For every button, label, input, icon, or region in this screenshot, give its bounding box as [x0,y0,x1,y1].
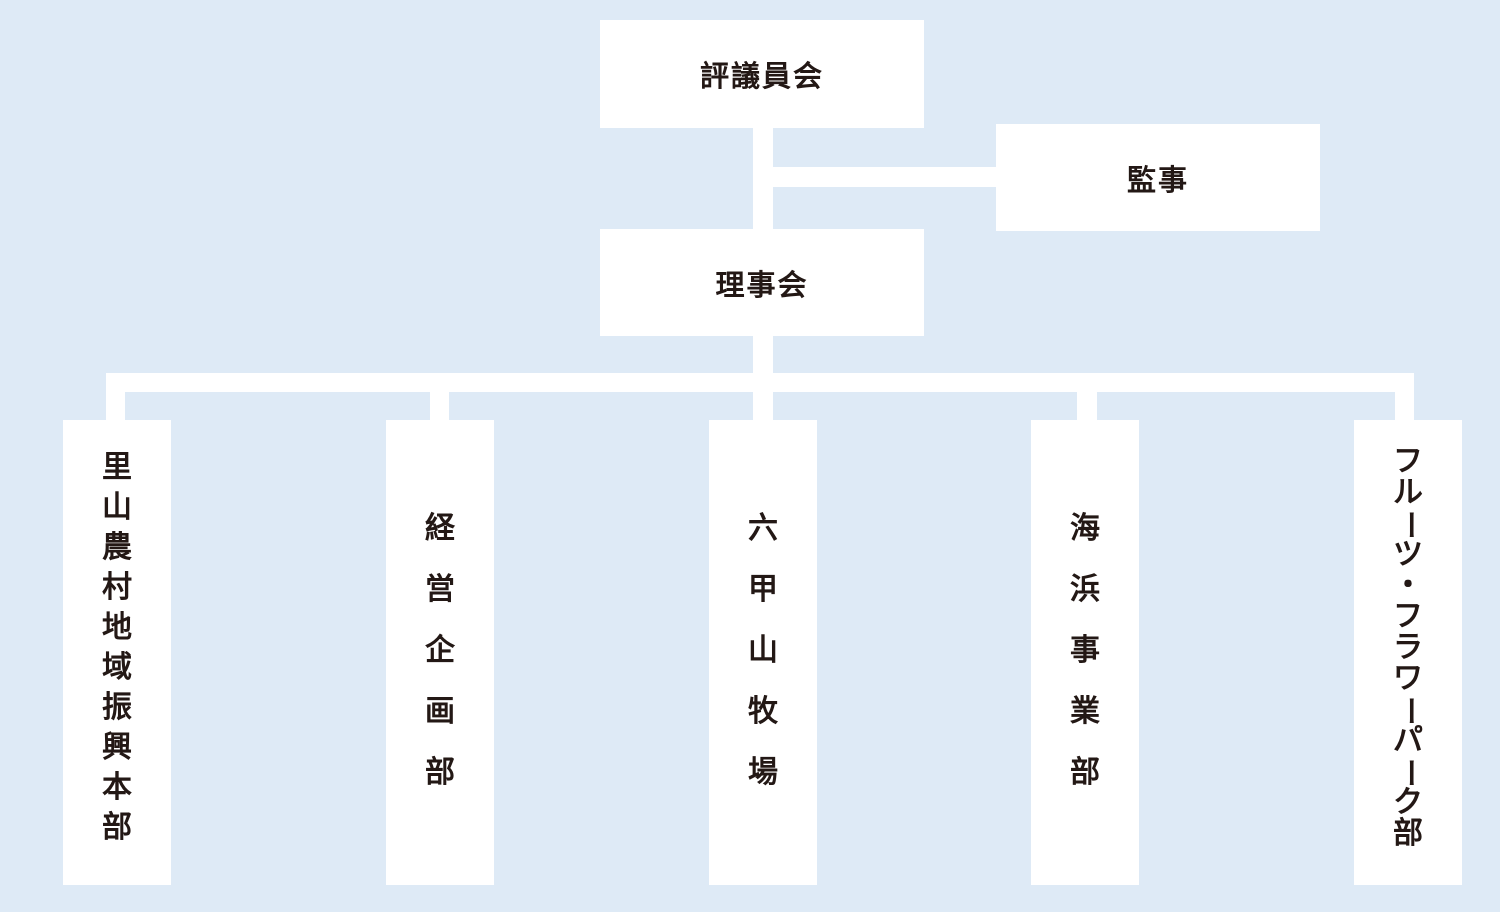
board-label: 理事会 [715,267,809,302]
dept-label-char: 甲 [748,572,778,607]
dept-label-char: 場 [748,755,778,790]
dept-label-char: 山 [102,490,132,525]
dept-label: 海浜事業部 [1067,514,1103,819]
dept-label-char: 部 [1393,816,1423,851]
connector-drop-1 [106,392,125,421]
dept-label-char: 地 [102,610,132,645]
dept-label-char: 事 [1070,633,1100,668]
dept-label-char: 部 [1070,755,1100,790]
council-label: 評議員会 [699,59,824,93]
dept-label-char: ラ [1393,630,1423,665]
dept-label: 六甲山牧場 [745,514,781,819]
connector-council-board [753,128,773,230]
dept-label-char: 振 [102,690,132,725]
dept-label-char: 企 [425,633,455,668]
connector-drop-3 [753,392,773,421]
dept-label-char: 農 [102,530,132,565]
dept-label-char: 経 [425,511,455,546]
dept-label-char: 部 [425,755,455,790]
dept-label-char: 興 [102,730,132,765]
connector-horizontal-bus [106,373,1414,392]
dept-label-char: ー [1391,695,1426,726]
dept-label-char: 村 [102,570,132,605]
dept-box-4: 海浜事業部 [1031,420,1139,885]
connector-board-bus [753,336,773,374]
dept-label-char: 牧 [748,694,778,729]
dept-label: 里山農村地域振興本部 [99,453,135,853]
dept-label-char: フ [1393,599,1423,634]
dept-label-char: 画 [425,694,455,729]
dept-label-char: 部 [102,810,132,845]
dept-label-char: 浜 [1070,572,1100,607]
dept-label-char: 山 [748,633,778,668]
dept-label-char: 海 [1070,511,1100,546]
dept-label: フルーツ・フラワーパーク部 [1390,447,1426,850]
auditor-label: 監事 [1126,162,1189,197]
dept-box-2: 経営企画部 [386,420,494,885]
dept-label-char: 業 [1070,694,1100,729]
dept-label-char: ・ [1393,568,1423,603]
connector-auditor [773,167,996,187]
dept-label-char: 域 [102,650,132,685]
auditor-box: 監事 [996,124,1320,231]
dept-label-char: 本 [102,770,132,805]
dept-label-char: ワ [1393,661,1423,696]
dept-label-char: ー [1391,509,1426,540]
dept-label-char: フ [1393,444,1423,479]
council-box: 評議員会 [600,20,924,128]
dept-label-char: 営 [425,572,455,607]
connector-drop-4 [1077,392,1097,421]
dept-box-1: 里山農村地域振興本部 [63,420,171,885]
dept-box-5: フルーツ・フラワーパーク部 [1354,420,1462,885]
connector-drop-2 [430,392,449,421]
dept-label-char: 六 [748,511,778,546]
dept-label-char: 里 [102,450,132,485]
dept-label-char: ル [1393,475,1423,510]
dept-label: 経営企画部 [422,514,458,819]
dept-label-char: ク [1393,785,1423,820]
dept-box-3: 六甲山牧場 [709,420,817,885]
dept-label-char: パ [1393,723,1423,758]
dept-label-char: ー [1391,757,1426,788]
dept-label-char: ツ [1393,537,1423,572]
connector-drop-5 [1395,392,1414,421]
board-box: 理事会 [600,229,924,336]
